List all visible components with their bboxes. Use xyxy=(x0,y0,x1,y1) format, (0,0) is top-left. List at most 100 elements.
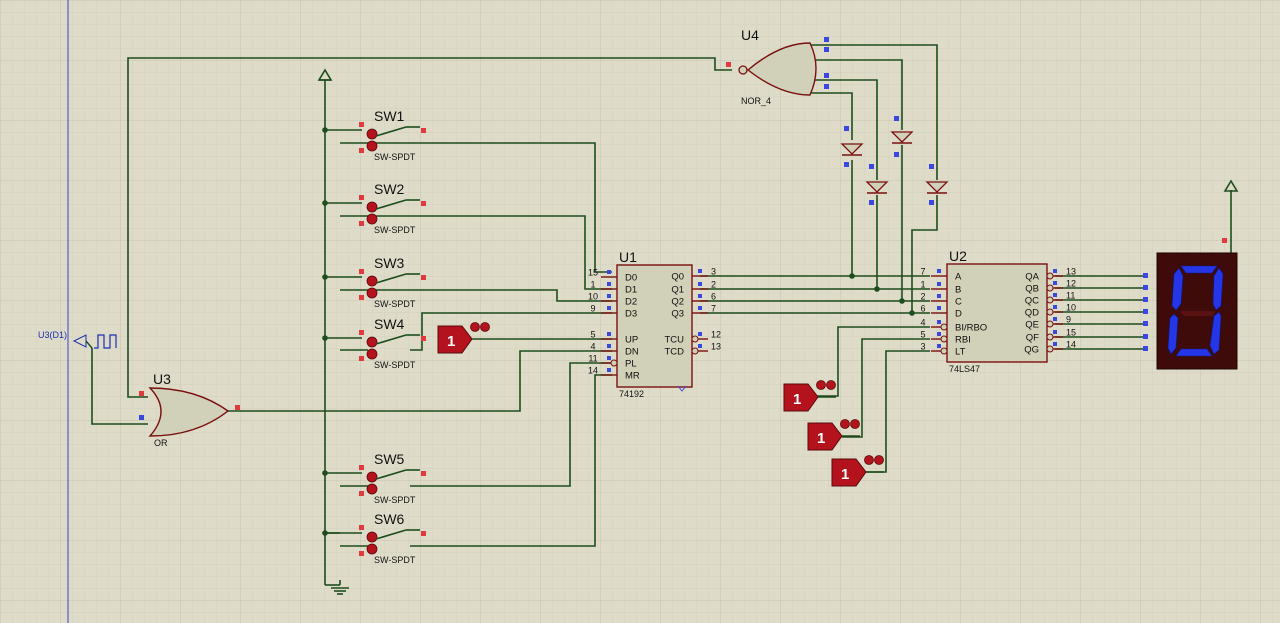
diode-icon[interactable] xyxy=(925,164,949,205)
pin-name: D3 xyxy=(625,309,637,320)
pin-low-dot xyxy=(844,126,849,131)
pin-name: TCU xyxy=(664,335,684,346)
seven-segment-display[interactable] xyxy=(1143,238,1238,370)
pin-low-dot xyxy=(698,332,702,336)
pin-low-dot xyxy=(844,162,849,167)
u2-pin-qe[interactable]: 9QE xyxy=(1025,315,1071,331)
pin-high-dot xyxy=(421,275,426,280)
pin-low-dot xyxy=(607,332,611,336)
switch-type: SW-SPDT xyxy=(374,360,416,370)
pin-name: Q1 xyxy=(671,285,684,296)
logic-state-rbi[interactable]: 1 xyxy=(807,419,860,451)
junction-dot xyxy=(322,530,328,536)
logic-state-bi-rbo[interactable]: 1 xyxy=(783,380,836,412)
u1-part: 74192 xyxy=(619,389,644,399)
u1-pin-q3[interactable]: 7Q3 xyxy=(671,304,716,320)
logic-state-lt[interactable]: 1 xyxy=(831,455,884,487)
junction-dot xyxy=(874,286,880,292)
nor-gate-u4[interactable]: U4 NOR_4 xyxy=(726,27,829,106)
pin-number: 10 xyxy=(1066,303,1076,313)
or-gate-u3[interactable]: U3 OR xyxy=(139,371,240,448)
pin-low-dot xyxy=(607,344,611,348)
pin-number: 2 xyxy=(920,292,925,302)
pin-number: 5 xyxy=(590,330,595,340)
pin-low-dot xyxy=(698,282,702,286)
pin-name: B xyxy=(955,285,961,296)
pin-low-dot xyxy=(1053,342,1057,346)
junction-dot xyxy=(849,273,855,279)
pin-number: 15 xyxy=(1066,328,1076,338)
pin-name: Q2 xyxy=(671,297,684,308)
pin-high-dot xyxy=(359,465,364,470)
switch-type: SW-SPDT xyxy=(374,555,416,565)
clock-generator[interactable]: U3(D1) xyxy=(38,330,117,349)
pin-name: PL xyxy=(625,359,637,370)
pin-high-dot xyxy=(421,128,426,133)
u1-ref: U1 xyxy=(619,249,637,265)
pin-high-dot xyxy=(359,148,364,153)
logic-state-value: 1 xyxy=(817,430,825,447)
u1-pin-q2[interactable]: 6Q2 xyxy=(671,292,716,308)
u1-pin-q1[interactable]: 2Q1 xyxy=(671,280,716,296)
pin-number: 10 xyxy=(588,292,598,302)
diode-icon[interactable] xyxy=(890,116,914,157)
pin-name: QE xyxy=(1025,320,1039,331)
u4-ref: U4 xyxy=(741,27,759,43)
pin-number: 15 xyxy=(588,268,598,278)
pin-low-dot xyxy=(607,294,611,298)
diode-icon[interactable] xyxy=(865,164,889,205)
switch-ref: SW1 xyxy=(374,108,405,124)
pin-low-dot xyxy=(1053,305,1057,309)
pin-low-dot xyxy=(607,270,611,274)
pin-name: Q0 xyxy=(671,272,684,283)
pin-number: 4 xyxy=(920,318,925,328)
pin-low-dot xyxy=(1143,309,1148,314)
diode-icon[interactable] xyxy=(840,126,864,167)
logic-state-up[interactable]: 1 xyxy=(437,322,490,354)
pin-number: 11 xyxy=(588,354,597,364)
square-wave-icon xyxy=(94,334,117,349)
segments-digit-0 xyxy=(1167,265,1224,357)
switch-type: SW-SPDT xyxy=(374,299,416,309)
u2-part: 74LS47 xyxy=(949,364,980,374)
pin-high-dot xyxy=(359,330,364,335)
pin-low-dot xyxy=(937,306,941,310)
u1-pin-q0[interactable]: 3Q0 xyxy=(671,267,716,283)
pin-low-dot xyxy=(937,282,941,286)
switch-type: SW-SPDT xyxy=(374,495,416,505)
pin-low-dot xyxy=(824,47,829,52)
